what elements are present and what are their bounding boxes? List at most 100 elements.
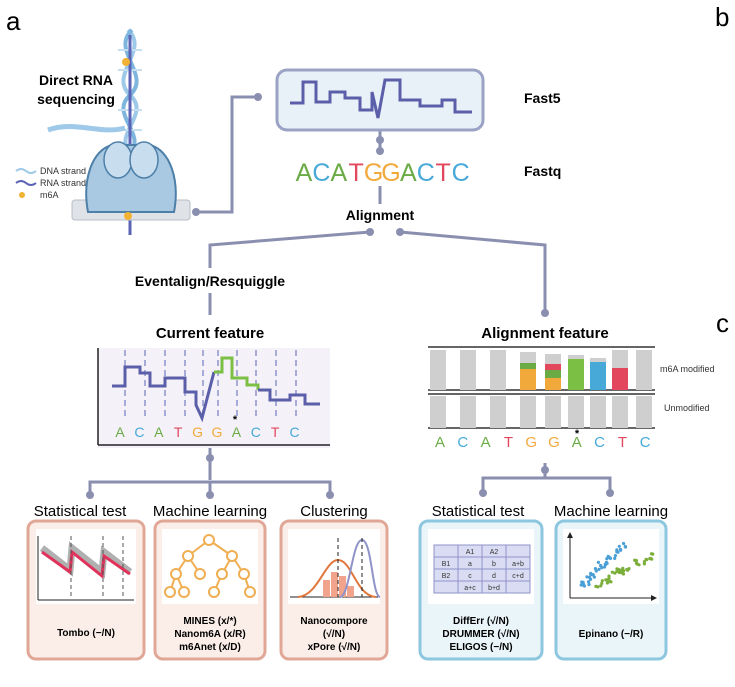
scatter-dot [596, 585, 600, 589]
fast5-label: Fast5 [524, 90, 561, 106]
scatter-dot [637, 563, 641, 567]
legend-dna-label: DNA strand [40, 166, 86, 176]
scatter-dot [649, 552, 654, 556]
alignment-feature-letter: G [548, 434, 560, 451]
fastq-letter: C [417, 159, 435, 187]
scatter-dot [615, 548, 619, 552]
scatter-dot [594, 569, 598, 573]
legend-rna-label: RNA strand [40, 178, 86, 188]
alignment-feature-letter: T [618, 434, 627, 451]
alignment-bar [520, 369, 536, 390]
tool-nanocompore-flags: (√/N) [323, 629, 345, 640]
alignment-bar [520, 396, 536, 428]
current-feature-letter: G [212, 424, 223, 440]
direct-rna-title-line2: sequencing [37, 91, 115, 107]
alignment-bar [460, 396, 476, 428]
current-feature-letter: C [290, 424, 300, 440]
current-feature-letter: G [192, 424, 203, 440]
alignment-feature-letter: A [572, 434, 582, 451]
alignment-bar [590, 362, 606, 390]
fastq-letter: G [381, 159, 400, 187]
tool-nanom6a: Nanom6A (x/R) [174, 629, 245, 640]
table-cell-cd: c+d [512, 573, 524, 580]
fastq-letter: T [349, 159, 364, 187]
table-cell-d: d [492, 573, 496, 580]
m6a-mark-1 [122, 58, 130, 66]
current-signal-trace [112, 365, 216, 423]
current-feature-letter: T [271, 424, 280, 440]
alignment-bar [612, 396, 628, 428]
table-cell-c: c [468, 573, 472, 580]
alignment-bar [612, 368, 628, 378]
scatter-dot [605, 581, 610, 585]
current-feature-letter: A [154, 424, 164, 440]
scatter-dot [608, 556, 612, 560]
scatter-dot [599, 584, 603, 588]
alignment-bar [545, 354, 561, 364]
table-row2-label: B2 [442, 573, 451, 580]
scatter-dot [596, 560, 601, 565]
alignment-bar [520, 363, 536, 369]
scatter-dot [588, 575, 592, 580]
current-feature-letter: A [232, 424, 242, 440]
alignment-bar [612, 350, 628, 368]
panel-label-a: a [6, 6, 21, 36]
scatter-dot [613, 554, 618, 558]
scatter-dot [619, 548, 623, 552]
eventalign-label: Eventalign/Resquiggle [135, 273, 285, 289]
connector-dots [86, 93, 614, 499]
current-signal-highlight [214, 356, 260, 390]
alignment-feature-letter: A [435, 434, 445, 451]
table-footer-bd: b+d [488, 585, 500, 592]
alignment-bar [545, 396, 561, 428]
scatter-dot [589, 571, 593, 575]
scatter-dot [623, 545, 628, 549]
fastq-label: Fastq [524, 163, 561, 179]
illustration-legend: DNA strand RNA strand m6A [15, 166, 86, 200]
alignment-bar [545, 370, 561, 378]
fastq-letter: C [452, 159, 470, 187]
alignment-bar [636, 350, 652, 390]
scatter-dot [620, 571, 624, 575]
scatter-dot [609, 580, 613, 584]
table-row1-label: B1 [442, 561, 451, 568]
table-header-a2: A2 [490, 549, 499, 556]
scatter-dot [606, 578, 610, 582]
scatter-dot [582, 583, 586, 587]
alignment-feature-star: * [575, 428, 580, 440]
alignment-bar [545, 378, 561, 390]
alignment-feature-panel [428, 346, 655, 429]
scatter-dot [600, 579, 604, 583]
scatter-dot [597, 567, 601, 572]
tool-xpore: xPore (√/N) [308, 642, 361, 653]
current-feature-letter: A [115, 424, 125, 440]
scatter-dot [634, 559, 639, 563]
alignment-bar [545, 364, 561, 370]
alignment-feature-title: Alignment feature [481, 325, 609, 342]
alignment-bar [430, 350, 446, 390]
scatter-dot [613, 571, 617, 575]
tool-nanocompore: Nanocompore [300, 616, 368, 627]
alignment-feature-letter: T [504, 434, 513, 451]
scatter-dot [645, 558, 649, 562]
tool-eligos: ELIGOS (−/N) [449, 642, 512, 653]
legend-m6a-swatch [19, 192, 25, 198]
scatter-dot [648, 556, 653, 560]
tool-differr: DiffErr (√/N) [453, 616, 509, 627]
tool-m6anet: m6Anet (x/D) [179, 642, 241, 653]
alignment-bar [490, 396, 506, 428]
legend-m6a-label: m6A [40, 190, 59, 200]
tool-box-machine-learning: MINES (x/*) Nanom6A (x/R) m6Anet (x/D) [153, 519, 267, 661]
scatter-dot [603, 563, 608, 567]
tool-mines: MINES (x/*) [183, 616, 236, 627]
scatter-dot [613, 556, 617, 561]
scatter-dot [585, 575, 589, 579]
scatter-dot [642, 560, 647, 564]
scatter-dot [642, 562, 647, 566]
left-category-title-clustering: Clustering [300, 503, 368, 520]
tool-tombo: Tombo (−/N) [57, 628, 115, 639]
scatter-dot [626, 568, 630, 572]
alignment-bar [460, 350, 476, 390]
